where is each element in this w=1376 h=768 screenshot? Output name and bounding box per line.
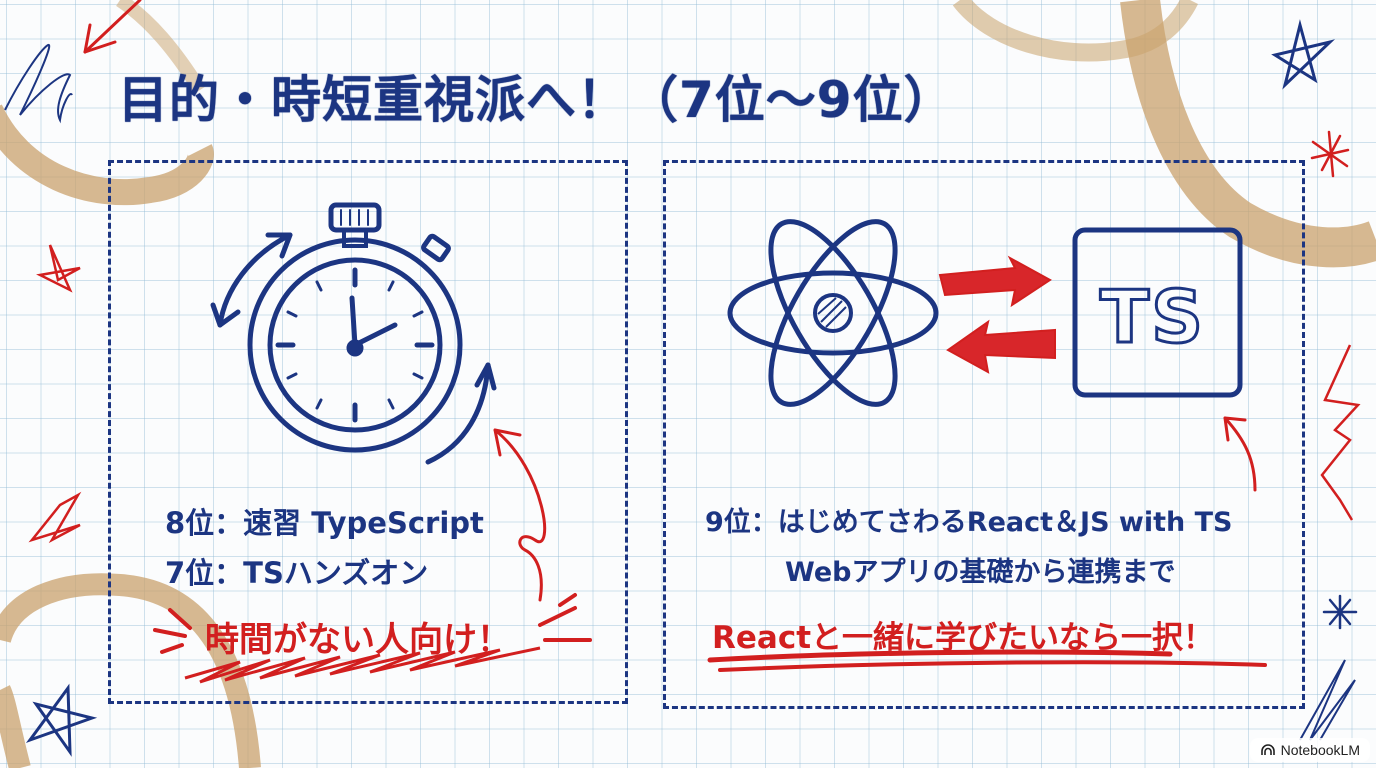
- ts-label: TS: [1099, 274, 1205, 361]
- asterisk-icon: [1322, 594, 1358, 630]
- rank-8-line: 8位：速習 TypeScript: [165, 506, 484, 540]
- asterisk-icon: [1310, 130, 1350, 178]
- notebooklm-watermark: NotebookLM: [1249, 738, 1370, 762]
- rank-9-subtitle: Webアプリの基礎から連携まで: [785, 557, 1176, 588]
- right-panel: [663, 160, 1305, 709]
- typescript-ts-icon: [1072, 227, 1243, 398]
- rank-7-line: 7位：TSハンズオン: [165, 556, 429, 590]
- red-arrow-icon: [83, 0, 142, 54]
- star-icon: [36, 244, 81, 293]
- bidirectional-arrows-icon: [938, 255, 1056, 374]
- scribble-icon: [1299, 659, 1356, 741]
- right-callout: Reactと一緒に学びたいなら一択！: [712, 620, 1215, 656]
- page-title: 目的・時短重視派へ！（7位〜9位）: [118, 71, 955, 129]
- zigzag-underline: [184, 646, 541, 684]
- notebooklm-icon: [1260, 744, 1275, 755]
- curved-arrow-icon: [1223, 416, 1257, 492]
- star-icon: [25, 683, 98, 757]
- left-panel: [108, 160, 628, 704]
- rank-9-line: 9位：はじめてさわるReact＆JS with TS: [705, 507, 1233, 538]
- zigzag-icon: [1320, 344, 1361, 521]
- react-atom-icon: [727, 219, 939, 407]
- scribble-icon: [4, 43, 73, 124]
- star-icon: [28, 491, 82, 544]
- stopwatch-icon: [210, 202, 497, 465]
- curved-arrow-icon: [493, 428, 547, 602]
- double-underline: [707, 649, 1267, 672]
- left-callout: 時間がない人向け！: [205, 620, 511, 660]
- emphasis-lines-icon: [153, 593, 592, 654]
- star-icon: [1271, 19, 1336, 90]
- watermark-label: NotebookLM: [1280, 742, 1360, 758]
